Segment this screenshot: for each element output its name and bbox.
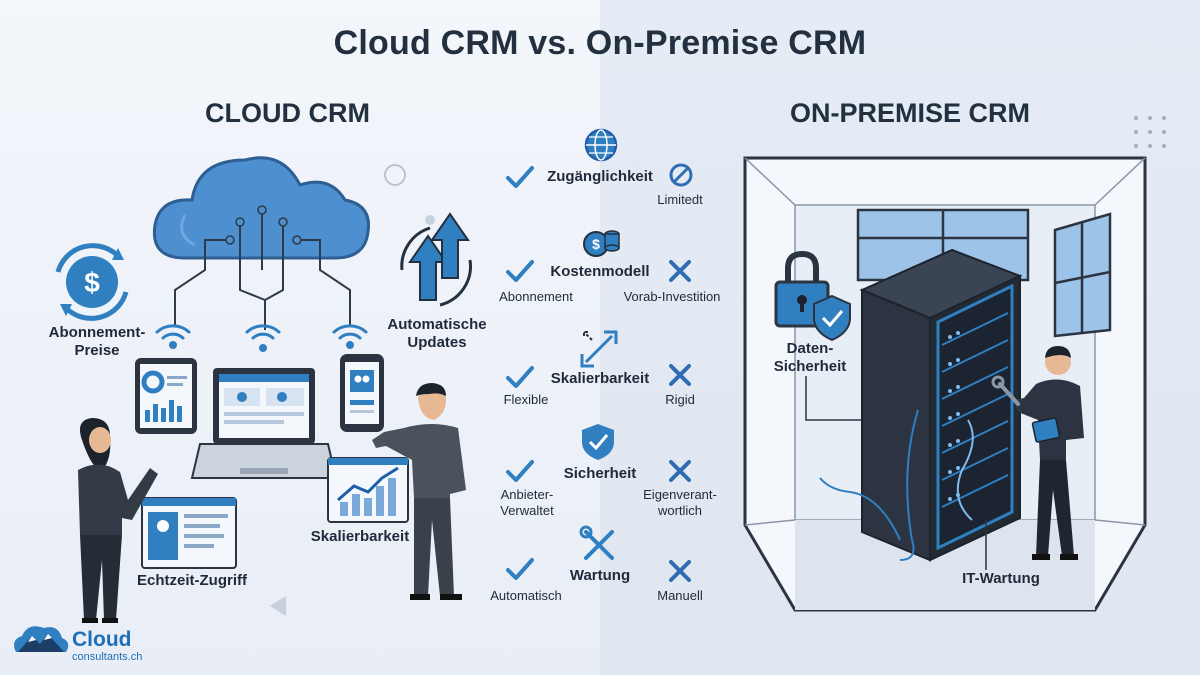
realtime-access-label: Echtzeit-Zugriff: [137, 572, 247, 589]
shield-icon: [582, 424, 614, 460]
cross-icon: [669, 560, 691, 582]
onprem-security-value: Eigenverant- wortlich: [643, 487, 717, 518]
tablet-device: [135, 358, 197, 434]
phone-device: [340, 354, 384, 432]
cloud-cost-model-value: Abonnement: [499, 289, 573, 304]
scale-arrows-icon: [580, 330, 618, 368]
onprem-heading: ON-PREMISE CRM: [790, 98, 1031, 128]
cloud-scalability-value: Flexible: [503, 392, 549, 407]
laptop-device: [190, 368, 338, 479]
it-maintenance-label: IT-Wartung: [962, 570, 1040, 587]
onprem-maintenance-value: Manuell: [657, 588, 703, 603]
data-security-shield-icon: [813, 294, 851, 342]
update-arrows-icon: [400, 212, 472, 307]
tools-icon: [579, 525, 614, 560]
globe-icon: [584, 128, 618, 162]
coins-icon: $: [583, 230, 620, 257]
no-entry-icon: [669, 163, 693, 187]
cross-icon: [669, 364, 691, 386]
comparison-title-accessibility: Zugänglichkeit: [547, 168, 653, 185]
scalability-chart: [327, 457, 409, 523]
onprem-scalability-value: Rigid: [665, 392, 695, 407]
decorative-dots: [1134, 116, 1166, 148]
man-figure: [372, 383, 466, 600]
page-title: Cloud CRM vs. On-Premise CRM: [333, 24, 867, 62]
cross-icon: [669, 460, 691, 482]
check-icon: [506, 166, 534, 188]
comparison-title-security: Sicherheit: [563, 465, 637, 482]
logo-domain: consultants.ch: [72, 651, 143, 663]
svg-text:$: $: [592, 236, 600, 252]
cloud-security-value: Anbieter- Verwaltet: [500, 487, 554, 518]
wifi-icon: [155, 324, 368, 352]
cloud-heading: CLOUD CRM: [205, 98, 370, 128]
comparison-icons: $: [506, 128, 693, 582]
server-rack: [819, 248, 1023, 562]
technician-figure: [991, 346, 1084, 560]
svg-text:$: $: [84, 267, 100, 298]
subscription-pricing-label: Abonnement- Preise: [48, 324, 146, 359]
automatic-updates-label: Automatische Updates: [387, 316, 487, 351]
onprem-illustration: [743, 116, 1166, 612]
logo-mountain-cloud-icon: [14, 626, 69, 652]
cloud-maintenance-value: Automatisch: [490, 588, 562, 603]
logo-name: Cloud: [72, 628, 132, 651]
onprem-accessibility-value: Limitedt: [657, 192, 703, 207]
realtime-dashboard-screen: [141, 497, 237, 569]
comparison-title-scalability: Skalierbarkeit: [550, 370, 650, 387]
comparison-title-cost-model: Kostenmodell: [550, 263, 650, 280]
cloud-illustration: $: [14, 156, 472, 652]
subscription-dollar-icon: $: [55, 243, 129, 321]
scalability-label: Skalierbarkeit: [310, 528, 410, 545]
data-security-label: Daten- Sicherheit: [773, 340, 847, 375]
comparison-title-maintenance: Wartung: [569, 567, 631, 584]
check-icon: [506, 460, 534, 482]
onprem-cost-model-value: Vorab-Investition: [623, 289, 721, 304]
check-icon: [506, 260, 534, 282]
woman-figure: [78, 418, 158, 623]
cross-icon: [669, 260, 691, 282]
check-icon: [506, 558, 534, 580]
check-icon: [506, 366, 534, 388]
